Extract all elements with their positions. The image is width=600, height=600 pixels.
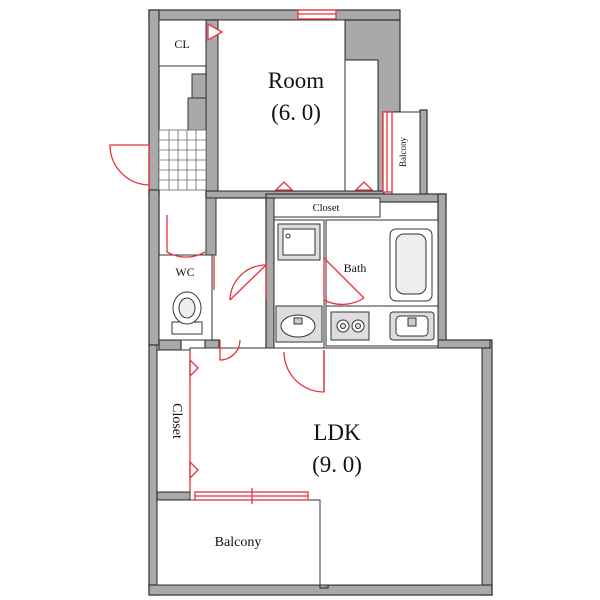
- washbasin-tap: [293, 317, 303, 325]
- shower-pan-icon: [277, 223, 321, 261]
- closet-top-interior: [273, 197, 381, 218]
- wall-mid: [158, 339, 182, 351]
- closet-left-label: Closet: [169, 403, 184, 439]
- wall-core-right: [437, 193, 447, 348]
- closet-top-label: Closet: [313, 203, 340, 214]
- bathtub-icon: [389, 228, 433, 302]
- nook-block-b: [187, 97, 207, 133]
- room-size: (6. 0): [271, 100, 321, 125]
- wall-room-left: [205, 19, 219, 197]
- balcony-bottom-interior: [156, 499, 321, 586]
- shower-drain: [285, 233, 291, 239]
- entry-tile-icon: [158, 129, 207, 191]
- wall-left-middle: [148, 189, 160, 346]
- washroom-door: [229, 264, 267, 301]
- balcony-side-label: Balcony: [398, 137, 408, 167]
- burner-2-inner: [355, 323, 361, 329]
- kitchen-sink-icon: [389, 311, 435, 341]
- door-swing-icon: [109, 144, 150, 186]
- wc-door: [219, 339, 241, 361]
- ldk-size: (9. 0): [312, 452, 362, 477]
- wc-label: WC: [175, 265, 194, 279]
- bath-door: [323, 258, 365, 306]
- bath-door-leaf: [323, 257, 365, 299]
- room-fills: [156, 19, 483, 586]
- washbasin-bowl: [280, 314, 316, 338]
- wall-top: [148, 9, 401, 21]
- room-door-b: [354, 181, 374, 191]
- wall-right-step: [437, 339, 491, 349]
- hall-door: [166, 215, 206, 258]
- room-interior-b: [344, 59, 379, 192]
- wet-core: [273, 219, 439, 349]
- room-interior: [217, 19, 346, 192]
- ldk-door: [283, 350, 325, 393]
- wall-right-lower: [481, 339, 493, 596]
- room-door-a: [274, 181, 294, 191]
- stove-icon: [330, 311, 370, 341]
- toilet-icon: [171, 291, 203, 335]
- hall-block: [205, 197, 217, 256]
- doors: [109, 9, 393, 504]
- toilet-seat: [178, 297, 196, 319]
- cl-interior: [158, 19, 207, 67]
- cl-label: CL: [174, 37, 189, 51]
- shower-pan-inner: [282, 228, 316, 256]
- burner-1-inner: [340, 323, 346, 329]
- wall-balcony-divider: [156, 491, 196, 501]
- ldk-label: LDK: [313, 420, 361, 445]
- cl-door: [207, 22, 224, 42]
- wall-left-upper: [148, 9, 160, 196]
- columns: [187, 73, 217, 256]
- sink-icon: [275, 305, 323, 343]
- bath-label: Bath: [344, 261, 367, 275]
- balcony-bottom-label: Balcony: [215, 535, 262, 550]
- bathtub-inner: [395, 233, 427, 295]
- wall-left-lower: [148, 344, 158, 596]
- wall-balcony-right: [419, 109, 428, 197]
- room-label: Room: [268, 68, 324, 93]
- wall-core-left: [265, 197, 275, 351]
- nook-block-a: [191, 73, 207, 99]
- kitchen-sink-tap: [407, 317, 417, 327]
